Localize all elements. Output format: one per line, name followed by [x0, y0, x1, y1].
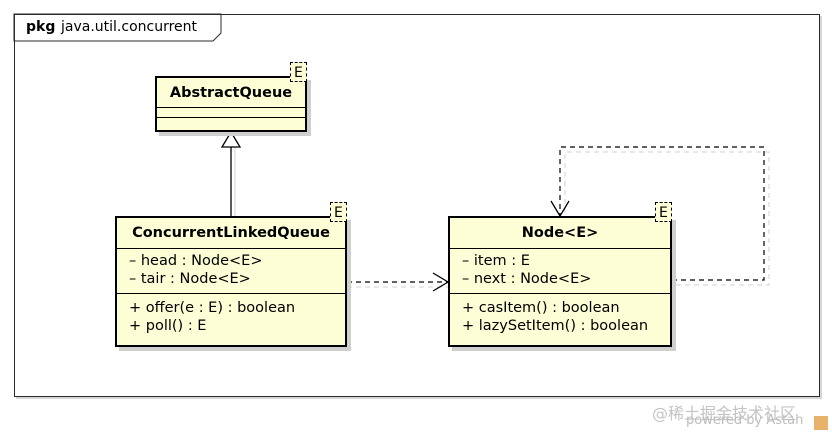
package-frame [14, 14, 820, 397]
type-parameter: E [655, 202, 672, 222]
generalization-arrowhead [220, 130, 242, 148]
type-parameter: E [330, 202, 347, 222]
class-node[interactable]: Node<E> – item : E – next : Node<E> + ca… [448, 216, 672, 347]
operation: + lazySetItem() : boolean [462, 318, 649, 334]
class-abstract-queue[interactable]: AbstractQueue [155, 76, 307, 132]
astah-logo-icon [814, 416, 828, 430]
attribute: – head : Node<E> [129, 253, 263, 269]
class-name: ConcurrentLinkedQueue [117, 218, 345, 249]
attribute: – item : E [462, 253, 530, 269]
operation: + casItem() : boolean [462, 300, 620, 316]
self-association-line-shadow [564, 151, 770, 286]
class-name: AbstractQueue [157, 78, 305, 108]
watermark: @稀土掘金技术社区 [652, 404, 797, 423]
operation: + poll() : E [129, 318, 207, 334]
class-concurrent-linked-queue[interactable]: ConcurrentLinkedQueue – head : Node<E> –… [115, 216, 347, 347]
attribute-compartment [157, 108, 305, 118]
operation: + offer(e : E) : boolean [129, 300, 296, 316]
type-parameter: E [290, 62, 307, 82]
attribute: – tair : Node<E> [129, 271, 251, 287]
self-association-line [559, 146, 765, 281]
operation-compartment: + casItem() : boolean + lazySetItem() : … [450, 294, 670, 335]
class-name: Node<E> [450, 218, 670, 249]
package-name: java.util.concurrent [61, 19, 198, 35]
operation-compartment [157, 118, 305, 130]
attribute-compartment: – item : E – next : Node<E> [450, 249, 670, 294]
attribute: – next : Node<E> [462, 271, 592, 287]
attribute-compartment: – head : Node<E> – tair : Node<E> [117, 249, 345, 294]
powered-by-label: powered by Astah [686, 413, 804, 428]
operation-compartment: + offer(e : E) : boolean + poll() : E [117, 294, 345, 335]
package-keyword: pkg [26, 19, 56, 35]
package-label: pkg java.util.concurrent [14, 14, 221, 41]
